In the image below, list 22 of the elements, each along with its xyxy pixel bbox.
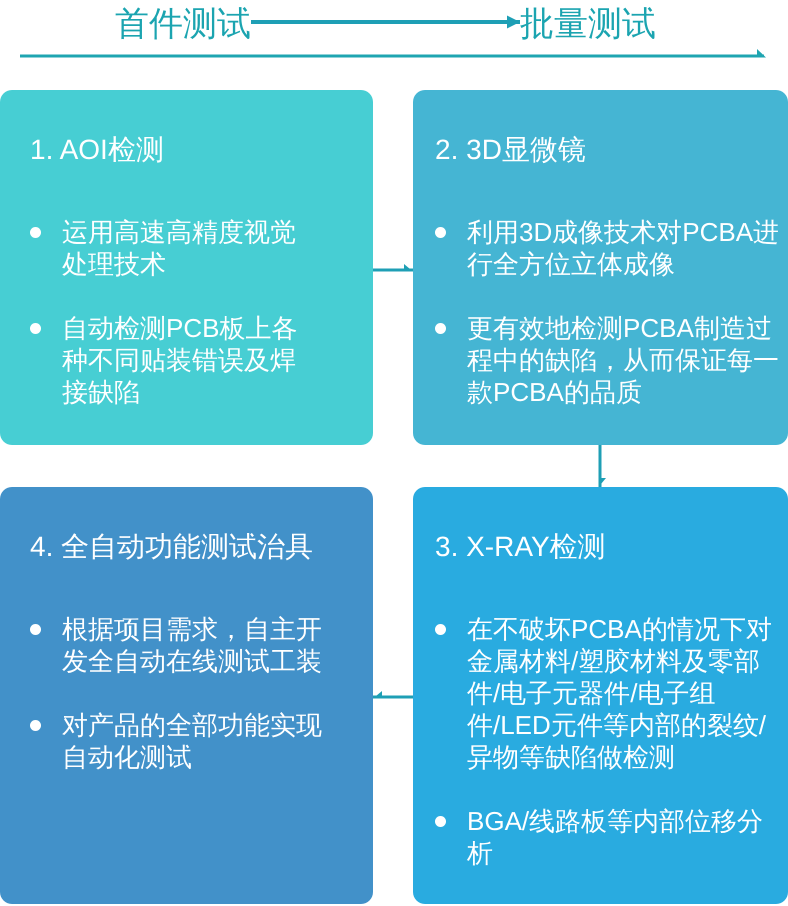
step-card [0, 90, 373, 445]
card-heading: 1. AOI检测 [30, 133, 164, 167]
card-heading: 3. X-RAY检测 [435, 530, 606, 564]
arrow [251, 16, 520, 28]
bullet-text: 更有效地检测PCBA制造过程中的缺陷，从而保证每一款PCBA的品质 [467, 312, 780, 408]
bullet-text: 根据项目需求，自主开发全自动在线测试工装 [62, 613, 323, 677]
card-heading: 2. 3D显微镜 [435, 133, 586, 167]
step-card [0, 487, 373, 904]
bullet-text: 在不破坏PCBA的情况下对金属材料/塑胶材料及零部件/电子元器件/电子组件/LED元件等内部的裂纹/异物等缺陷做检测 [467, 613, 773, 773]
header-label: 批量测试 [520, 4, 656, 44]
bullet-text: BGA/线路板等内部位移分析 [467, 805, 764, 869]
bullet-text: 对产品的全部功能实现自动化测试 [62, 709, 323, 773]
arrow [373, 264, 413, 272]
step-card [413, 487, 788, 904]
step-card [413, 90, 788, 445]
bullet-text: 自动检测PCB板上各种不同贴装错误及焊接缺陷 [62, 312, 298, 408]
arrow [598, 445, 606, 487]
arrow [373, 691, 413, 698]
bullet-text: 运用高速高精度视觉处理技术 [62, 216, 297, 280]
bullet-text: 利用3D成像技术对PCBA进行全方位立体成像 [467, 216, 780, 280]
card-heading: 4. 全自动功能测试治具 [30, 530, 314, 564]
header-label: 首件测试 [115, 4, 251, 44]
